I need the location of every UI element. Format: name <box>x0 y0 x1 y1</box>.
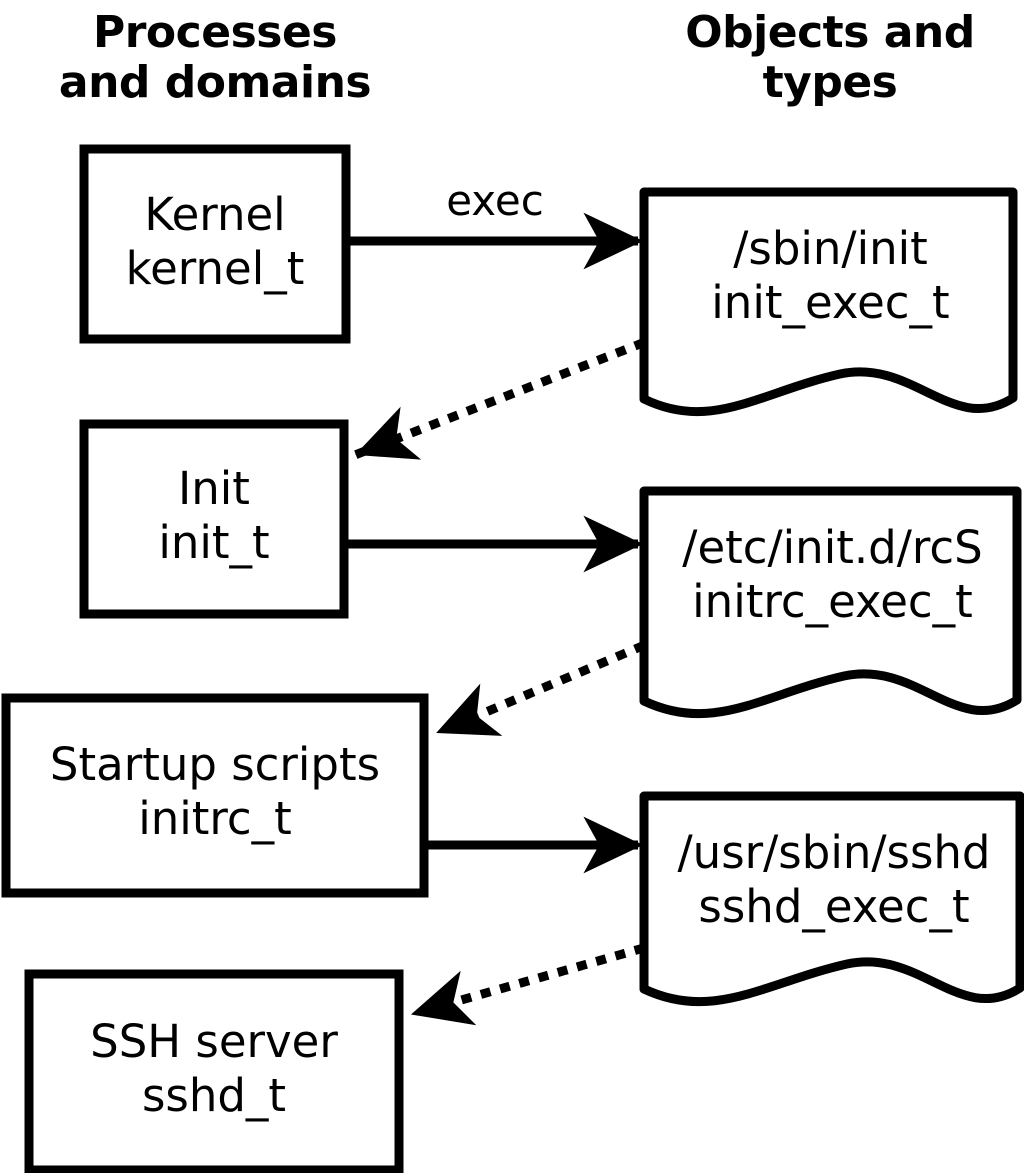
process-box-initrc[interactable] <box>1 693 429 898</box>
edge-init-exec-to-init <box>354 338 646 460</box>
process-label-init: Init init_t <box>158 462 270 569</box>
process-box-init[interactable] <box>79 419 349 619</box>
column-header-processes: Processes and domains <box>58 7 372 108</box>
object-label-initrc-exec: /etc/init.d/rcS initrc_exec_t <box>682 521 983 628</box>
object-doc-sshd-exec[interactable] <box>639 791 1024 1007</box>
process-box-kernel[interactable] <box>79 144 351 344</box>
column-header-objects: Objects and types <box>685 7 975 108</box>
edge-initrc-exec-to-initrc <box>435 641 646 737</box>
object-doc-initrc-exec[interactable] <box>639 486 1022 719</box>
object-label-sshd-exec: /usr/sbin/sshd sshd_exec_t <box>677 826 991 933</box>
object-label-init-exec: /sbin/init init_exec_t <box>711 222 950 329</box>
process-label-kernel: Kernel kernel_t <box>125 188 305 295</box>
process-label-initrc: Startup scripts initrc_t <box>49 738 381 845</box>
process-label-sshd: SSH server sshd_t <box>90 1015 338 1122</box>
edge-label-exec: exec <box>446 176 544 225</box>
object-doc-init-exec[interactable] <box>639 187 1018 417</box>
process-box-sshd[interactable] <box>24 969 404 1173</box>
edge-sshd-exec-to-sshd <box>410 943 646 1026</box>
